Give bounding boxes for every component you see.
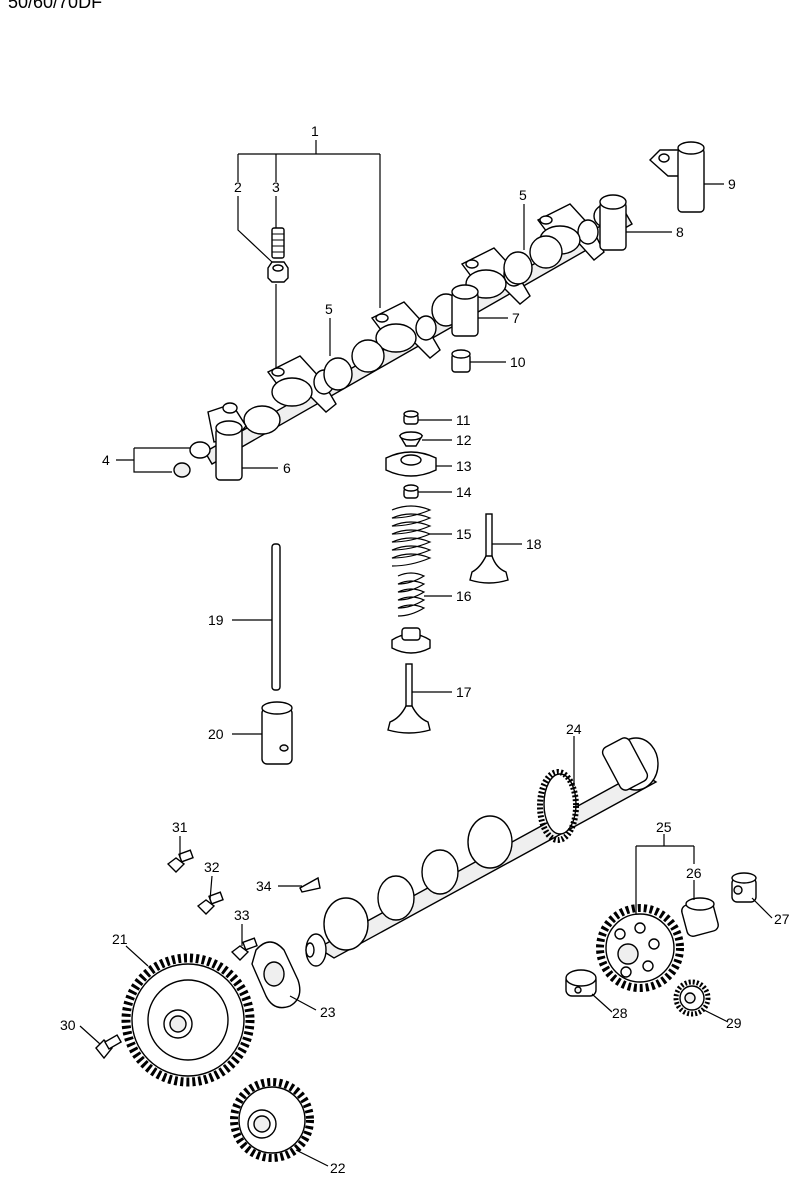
callout-10: 10 bbox=[510, 354, 526, 370]
callout-2: 2 bbox=[234, 179, 242, 195]
rocker-bracket-2 bbox=[370, 301, 441, 359]
gasket-23 bbox=[251, 941, 301, 1009]
callout-6: 6 bbox=[283, 460, 291, 476]
valve-cap-14 bbox=[403, 484, 419, 499]
gear-assembly-25 bbox=[596, 904, 684, 992]
callout-19: 19 bbox=[208, 612, 224, 628]
sleeve-10 bbox=[451, 349, 471, 373]
exhaust-valve-18 bbox=[469, 513, 509, 584]
callout-15: 15 bbox=[456, 526, 472, 542]
callout-7: 7 bbox=[512, 310, 520, 326]
callout-5b: 5 bbox=[519, 187, 527, 203]
rocker-bushing-8 bbox=[599, 194, 627, 251]
bolt-32 bbox=[196, 891, 224, 915]
woodruff-key-34 bbox=[299, 876, 321, 893]
bushing-26 bbox=[681, 897, 719, 937]
leader-lines bbox=[79, 140, 773, 1167]
callout-34: 34 bbox=[256, 878, 272, 894]
cam-gear-21 bbox=[121, 953, 255, 1087]
callout-31: 31 bbox=[172, 819, 188, 835]
callout-32: 32 bbox=[204, 859, 220, 875]
bolt-33 bbox=[230, 937, 258, 961]
camshaft-gear-24 bbox=[537, 769, 579, 843]
spring-seat bbox=[391, 627, 431, 654]
callout-22: 22 bbox=[330, 1160, 346, 1176]
callout-23: 23 bbox=[320, 1004, 336, 1020]
push-rod-19 bbox=[271, 543, 281, 691]
rocker-bushing-7 bbox=[451, 284, 479, 337]
callout-1: 1 bbox=[311, 123, 319, 139]
idler-gear-22 bbox=[230, 1078, 314, 1162]
adjusting-screw bbox=[271, 227, 285, 259]
lock-nut bbox=[267, 261, 289, 283]
callout-28: 28 bbox=[612, 1005, 628, 1021]
bolt-30 bbox=[95, 1034, 123, 1060]
collar-27 bbox=[731, 872, 757, 903]
callout-9: 9 bbox=[728, 176, 736, 192]
callout-11: 11 bbox=[456, 412, 471, 428]
inner-valve-spring-16 bbox=[397, 572, 426, 617]
bolt-31 bbox=[166, 849, 194, 873]
callout-33: 33 bbox=[234, 907, 250, 923]
callout-18: 18 bbox=[526, 536, 542, 552]
callout-4: 4 bbox=[102, 452, 110, 468]
callout-29: 29 bbox=[726, 1015, 742, 1031]
callout-12: 12 bbox=[456, 432, 472, 448]
outer-valve-spring-15 bbox=[391, 505, 432, 567]
callout-26: 26 bbox=[686, 865, 702, 881]
callout-5a: 5 bbox=[325, 301, 333, 317]
callout-13: 13 bbox=[456, 458, 472, 474]
callout-25: 25 bbox=[656, 819, 672, 835]
callout-24: 24 bbox=[566, 721, 582, 737]
callout-27: 27 bbox=[774, 911, 790, 927]
camshaft bbox=[305, 737, 659, 967]
callout-17: 17 bbox=[456, 684, 472, 700]
rocker-bracket-1 bbox=[266, 355, 337, 413]
model-header: 50/60/70DF bbox=[8, 0, 102, 12]
intake-valve-17 bbox=[387, 663, 431, 734]
callout-8: 8 bbox=[676, 224, 684, 240]
callout-30: 30 bbox=[60, 1017, 76, 1033]
tappet-20 bbox=[261, 701, 293, 765]
valve-cap-11 bbox=[403, 410, 419, 425]
callout-14: 14 bbox=[456, 484, 472, 500]
rocker-shaft-assembly bbox=[173, 203, 633, 478]
valve-keeper-12 bbox=[398, 431, 424, 447]
pinion-29 bbox=[673, 979, 711, 1017]
callout-labels: 1 2 3 4 5 5 6 7 8 9 10 11 12 13 14 15 16… bbox=[60, 123, 790, 1176]
callout-16: 16 bbox=[456, 588, 472, 604]
callout-21: 21 bbox=[112, 931, 128, 947]
callout-20: 20 bbox=[208, 726, 224, 742]
spring-retainer-13 bbox=[385, 451, 437, 477]
spacer-28 bbox=[565, 969, 597, 997]
rocker-bushing-6 bbox=[215, 420, 243, 481]
callout-3: 3 bbox=[272, 179, 280, 195]
bracket-9 bbox=[648, 141, 705, 213]
